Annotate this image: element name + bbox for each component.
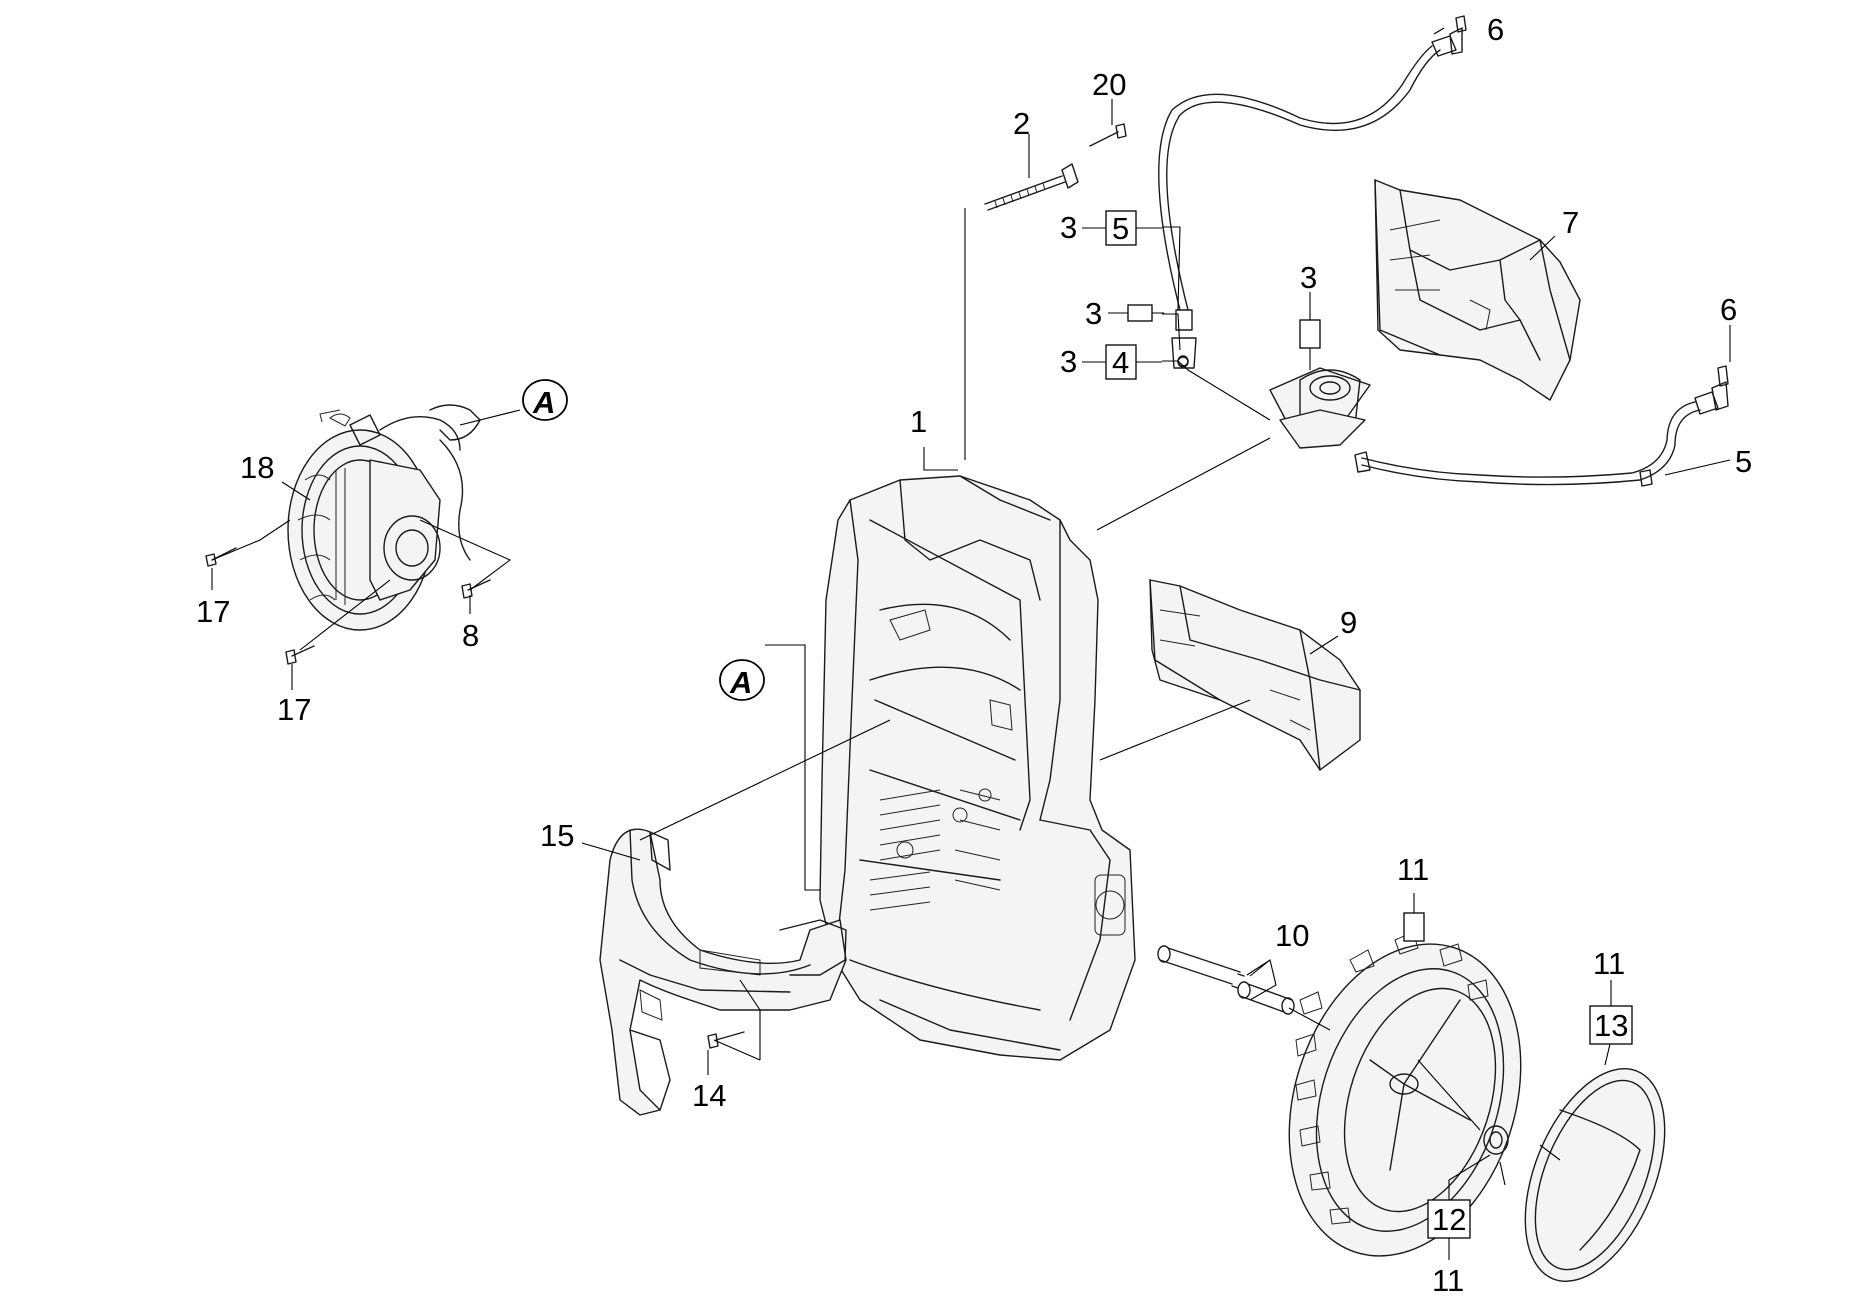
screw-part-20: [1089, 123, 1127, 147]
callout-8: 8: [462, 618, 479, 653]
callout-12-boxed: 12: [1432, 1202, 1466, 1237]
callout-6-top: 6: [1487, 12, 1504, 47]
callout-11-bottom: 11: [1432, 1263, 1464, 1298]
panel-part-9: [1149, 579, 1361, 771]
hose-part-5-lower: [1354, 401, 1701, 487]
callout-14: 14: [692, 1078, 726, 1113]
housing-cover-part-7: [1374, 179, 1581, 401]
callout-3-clip: 3: [1085, 296, 1102, 331]
callout-3-valve: 3: [1300, 260, 1317, 295]
bracket-part-15: [599, 828, 847, 1116]
screw-part-17-upper: [205, 547, 237, 567]
washer-part-12: [1483, 1125, 1509, 1155]
callout-15: 15: [540, 818, 574, 853]
valve-block-part-3: [1269, 367, 1371, 449]
axle-part-10: [1157, 945, 1295, 1015]
screw-part-8: [461, 579, 491, 599]
hubcap-part-13: [1524, 1068, 1666, 1282]
callout-13-boxed: 13: [1594, 1008, 1628, 1043]
screw-part-14: [707, 1031, 745, 1049]
coupling-part-6-right: [1694, 365, 1729, 415]
callout-11-right: 11: [1593, 946, 1625, 981]
screw-part-17-lower: [285, 645, 315, 665]
callout-box-13: [1589, 1005, 1633, 1045]
callout-clip-bracket: [1127, 304, 1153, 322]
callout-3-hose: 3: [1060, 210, 1077, 245]
reference-marker-a-housing: A: [719, 659, 765, 701]
callout-10: 10: [1275, 918, 1309, 953]
wheel-part-11: [1288, 931, 1522, 1257]
callout-17-upper: 17: [196, 594, 230, 629]
svg-text:A: A: [729, 665, 752, 700]
callout-5-boxed: 5: [1112, 211, 1129, 246]
callout-18: 18: [240, 450, 274, 485]
svg-text:A: A: [532, 385, 555, 420]
callout-3-oring: 3: [1060, 344, 1077, 379]
leader-lines: [211, 27, 1731, 1186]
callout-9: 9: [1340, 605, 1357, 640]
callout-20: 20: [1092, 67, 1126, 102]
callout-11-top: 11: [1397, 852, 1429, 887]
callout-6-right: 6: [1720, 292, 1737, 327]
reference-marker-a-reel: A: [522, 379, 568, 421]
callout-5: 5: [1735, 444, 1752, 479]
coupling-part-6-top: [1431, 15, 1467, 57]
callout-wheel-bracket: [1403, 912, 1425, 942]
main-housing-part-1: [819, 475, 1136, 1061]
callout-valve-bracket: [1299, 319, 1321, 349]
hose-reel-part-18: [287, 404, 481, 631]
rod-part-2: [984, 163, 1079, 211]
callout-1: 1: [910, 404, 927, 439]
callout-17-lower: 17: [277, 692, 311, 727]
callout-7: 7: [1562, 205, 1579, 240]
callout-4-boxed: 4: [1112, 345, 1129, 380]
callout-box-12: [1427, 1199, 1471, 1239]
callout-2: 2: [1013, 106, 1030, 141]
